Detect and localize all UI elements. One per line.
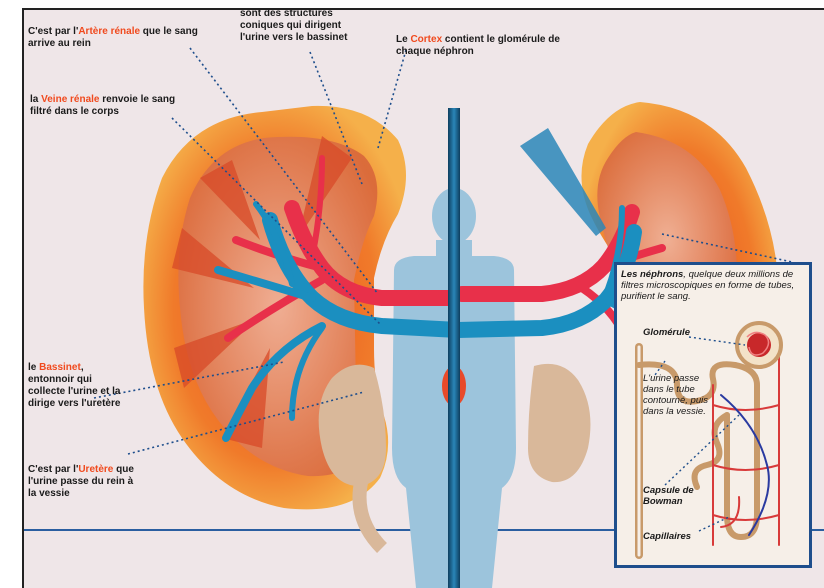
urine-path-label: L'urine passe dans le tube contourné, pu… bbox=[643, 373, 711, 417]
pelvis-label: le Bassinet, entonnoir qui collecte l'ur… bbox=[28, 362, 124, 410]
right-pelvis bbox=[528, 364, 590, 482]
book-gutter bbox=[448, 108, 460, 588]
pelvis-term: Bassinet bbox=[39, 362, 81, 373]
left-ureter bbox=[360, 478, 383, 548]
cortex-label: Le Cortex contient le glomérule de chaqu… bbox=[396, 34, 566, 58]
vein-term: Veine rénale bbox=[41, 94, 99, 105]
capsule-label: Capsule de Bowman bbox=[643, 485, 703, 507]
ureter-label: C'est par l'Uretère que l'urine passe du… bbox=[28, 464, 144, 500]
artery-label: C'est par l'Artère rénale que le sang ar… bbox=[28, 26, 218, 50]
pyramids-label: sont des structures coniques qui dirigen… bbox=[240, 8, 358, 44]
artery-term: Artère rénale bbox=[78, 26, 140, 37]
ureter-term: Uretère bbox=[78, 464, 113, 475]
nephron-inset: Les néphrons, quelque deux millions de f… bbox=[614, 262, 812, 568]
capillaires-label: Capillaires bbox=[643, 531, 691, 542]
glomerule-label: Glomérule bbox=[643, 327, 690, 338]
cortex-term: Cortex bbox=[410, 34, 442, 45]
diagram-spread: C'est par l'Artère rénale que le sang ar… bbox=[22, 8, 824, 588]
vein-label: la Veine rénale renvoie le sang filtré d… bbox=[30, 94, 190, 118]
